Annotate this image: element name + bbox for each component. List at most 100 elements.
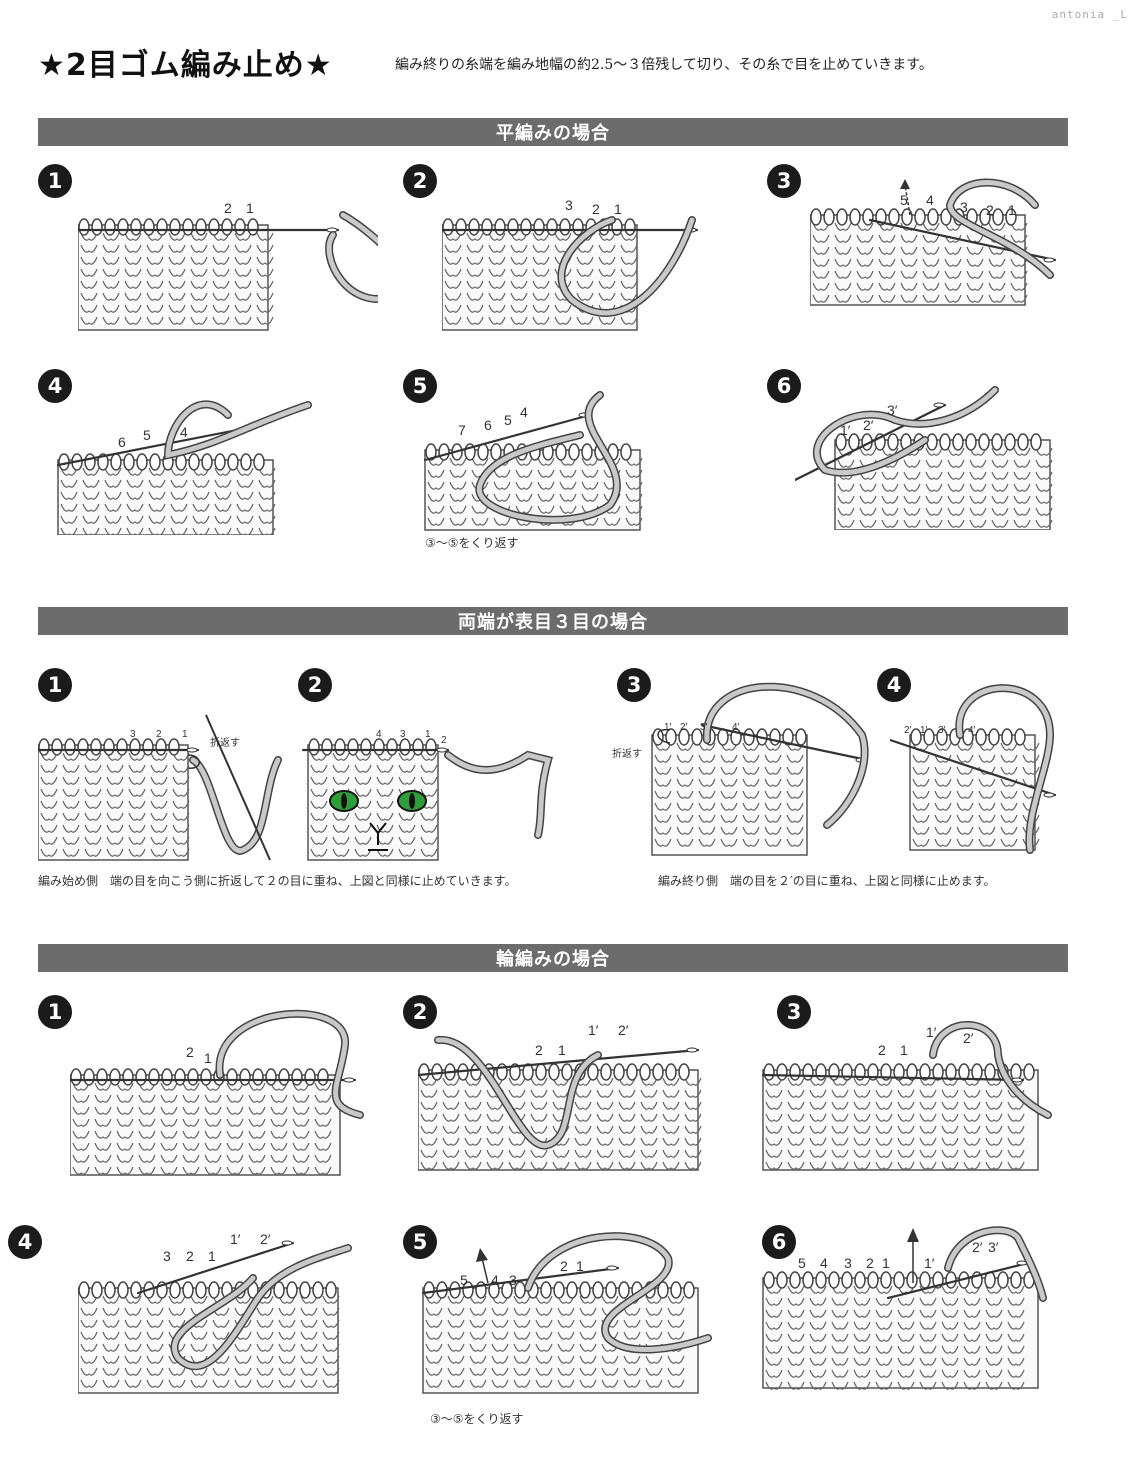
needle-icon bbox=[761, 1073, 1025, 1082]
step-badge: 4 bbox=[877, 668, 911, 702]
knit-illustration: 6 5 4 bbox=[56, 400, 312, 535]
yarn-icon bbox=[217, 1011, 363, 1118]
stitch-label: 2 bbox=[560, 1258, 568, 1274]
yarn-icon bbox=[930, 1022, 1051, 1118]
stitch-label: 6 bbox=[118, 434, 126, 450]
needle-icon bbox=[890, 738, 1057, 797]
stitch-label: 1 bbox=[204, 1050, 212, 1066]
stitch-label: 4′ bbox=[732, 722, 740, 733]
yarn-icon bbox=[190, 757, 281, 854]
stitch-label: 1 bbox=[1008, 202, 1016, 218]
stitch-label: 4 bbox=[520, 404, 528, 420]
yarn-icon bbox=[558, 217, 695, 316]
stitch-label: 4 bbox=[926, 192, 934, 208]
stitch-label: 1 bbox=[425, 729, 431, 740]
stitch-label: 1′ bbox=[664, 722, 672, 733]
needle-icon bbox=[418, 1048, 700, 1077]
step-badge: 2 bbox=[403, 995, 437, 1029]
yarn-icon bbox=[947, 180, 1053, 278]
knit-swatch bbox=[78, 1281, 340, 1394]
stitch-label: 1′ bbox=[920, 725, 928, 736]
knit-illustration: 5 4 3 2 1 1′ 2′ 3′ bbox=[762, 1226, 1047, 1390]
stitch-label: 3 bbox=[163, 1248, 171, 1264]
knit-illustration: 3 2 1 1′ 2′ bbox=[78, 1231, 352, 1394]
stitch-label: 5 bbox=[798, 1255, 806, 1271]
knit-illustration: 2 1 1′ 2′ bbox=[418, 1022, 702, 1171]
needle-icon bbox=[886, 1261, 1030, 1300]
fold-label: 折返す bbox=[210, 736, 240, 749]
step-badge: 4 bbox=[8, 1225, 42, 1259]
stitch-label: 3 bbox=[960, 199, 968, 215]
stitch-label: 1 bbox=[614, 201, 622, 217]
stitch-label: 5 bbox=[504, 412, 512, 428]
stitch-label: 2′ bbox=[972, 1239, 983, 1255]
knit-illustration: 1′ 2′ 3′ 4′ 折返す bbox=[612, 682, 869, 856]
yarn-icon bbox=[814, 387, 998, 476]
needle-icon bbox=[421, 1266, 620, 1295]
step-badge: 1 bbox=[38, 668, 72, 702]
stitch-label: 2′ bbox=[863, 417, 874, 433]
stitch-label: 5 bbox=[900, 192, 908, 208]
step-badge: 6 bbox=[767, 369, 801, 403]
stitch-label: 1′ bbox=[926, 1024, 937, 1040]
repeat-note: ③～⑤をくり返す bbox=[425, 536, 519, 550]
stitch-label: 3 bbox=[400, 729, 406, 740]
step-badge: 1 bbox=[38, 164, 72, 198]
yarn-icon bbox=[525, 1233, 711, 1352]
stitch-label: 1 bbox=[208, 1248, 216, 1264]
stitch-label: 2′ bbox=[904, 725, 912, 736]
section-header-three-knit-ends: 両端が表目３目の場合 bbox=[38, 607, 1068, 635]
knit-swatch bbox=[57, 453, 276, 535]
intro-text: 編み終りの糸端を編み地幅の約2.5～３倍残して切り、その糸で目を止めていきます。 bbox=[395, 57, 933, 73]
stitch-label: 1 bbox=[900, 1042, 908, 1058]
stitch-label: 2′ bbox=[963, 1030, 974, 1046]
stitch-label: 3′ bbox=[887, 402, 898, 418]
stitch-label: 4′ bbox=[968, 725, 976, 736]
stitch-label: 4 bbox=[180, 424, 188, 440]
knit-illustration: 2 1 bbox=[70, 1009, 364, 1176]
stitch-label: 2′ bbox=[680, 722, 688, 733]
yarn-icon bbox=[476, 392, 620, 523]
step-badge: 3 bbox=[617, 668, 651, 702]
knit-illustration: 2′ 1′ 3′ 4′ bbox=[890, 684, 1057, 854]
knit-illustration: 3 2 1 bbox=[442, 197, 699, 331]
knit-illustration: 7 6 5 4 bbox=[423, 391, 643, 531]
step-badge: 3 bbox=[777, 995, 811, 1029]
needle-icon bbox=[700, 723, 869, 762]
knit-illustration: 1′ 2′ 3′ bbox=[795, 386, 1053, 530]
stitch-label: 1 bbox=[246, 200, 254, 216]
knit-illustration: 2 1 1′ 2′ bbox=[761, 1021, 1052, 1171]
repeat-note: ③～⑤をくり返す bbox=[430, 1412, 524, 1426]
knit-illustration: 5 4 3 2 1 bbox=[810, 178, 1057, 306]
knit-illustration: 3 2 1 折返す bbox=[38, 714, 282, 861]
knit-swatch bbox=[418, 1063, 702, 1171]
knit-swatch bbox=[834, 433, 1053, 530]
stitch-label: 2 bbox=[186, 1044, 194, 1060]
stitch-label: 2 bbox=[878, 1042, 886, 1058]
stitch-label: 3 bbox=[130, 729, 136, 740]
stitch-label: 6 bbox=[484, 417, 492, 433]
yarn-icon bbox=[956, 685, 1053, 853]
stitch-label: 3 bbox=[565, 197, 573, 213]
yarn-icon bbox=[172, 1245, 351, 1369]
stitch-label: 3 bbox=[509, 1272, 517, 1288]
knit-swatch bbox=[38, 738, 190, 861]
needle-icon bbox=[423, 413, 592, 462]
stitch-label: 3 bbox=[844, 1255, 852, 1271]
knit-swatch bbox=[810, 208, 1028, 306]
stitch-label: 5 bbox=[460, 1272, 468, 1288]
stitch-label: 7 bbox=[458, 422, 466, 438]
stitch-label: 4 bbox=[376, 729, 382, 740]
knit-swatch bbox=[909, 728, 1040, 851]
stitch-label: 2 bbox=[156, 729, 162, 740]
stitch-label: 4 bbox=[820, 1255, 828, 1271]
stitch-label: 3′ bbox=[700, 722, 708, 733]
knit-illustration: 5 4 3 2 1 bbox=[421, 1232, 712, 1394]
section-header-flat: 平編みの場合 bbox=[38, 118, 1068, 146]
knit-illustration: 2 1 bbox=[78, 200, 378, 331]
stitch-label: 2 bbox=[224, 200, 232, 216]
stitch-label: 1 bbox=[882, 1255, 890, 1271]
stitch-label: 2′ bbox=[260, 1231, 271, 1247]
stitch-label: 1′ bbox=[840, 422, 851, 438]
section-header-circular: 輪編みの場合 bbox=[38, 944, 1068, 972]
